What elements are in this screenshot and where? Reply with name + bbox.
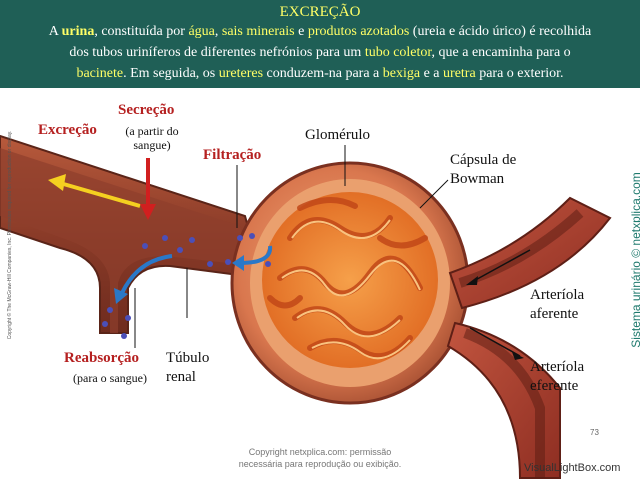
header-line-2: dos tubos uriníferos de diferentes nefró… [10, 42, 630, 63]
text-segment: . Em seguida, os [123, 66, 219, 81]
header-line-1: A urina, constituída por água, sais mine… [10, 21, 630, 42]
header-title: EXCREÇÃO [279, 4, 361, 20]
text-segment: , que a encaminha para o [431, 45, 571, 60]
left-copyright: Copyright © The McGraw-Hill Companies, I… [7, 130, 13, 340]
term-bacinete: bacinete [76, 66, 124, 81]
text-segment: e a [420, 66, 444, 81]
text-segment: A [48, 24, 62, 39]
label-glomerulo: Glomérulo [305, 127, 370, 143]
label-secrecao-sub: (a partir do sangue) [118, 124, 186, 152]
term-sais-minerais: sais minerais [221, 24, 295, 39]
footer-copy-line1: Copyright netxplica.com: permissão [248, 447, 392, 457]
label-tubulo-renal: Túbulo renal [166, 349, 209, 387]
reabsorption-arrow [114, 254, 173, 304]
term-produtos-azotados: produtos azotados [307, 24, 410, 39]
excretion-arrow [48, 174, 141, 208]
label-eferente-line2: eferente [530, 378, 579, 394]
term-uretra: uretra [443, 66, 476, 81]
label-secrecao: Secreção [118, 102, 175, 118]
header-line-3: bacinete. Em seguida, os ureteres conduz… [10, 63, 630, 84]
text-segment: , [214, 24, 222, 39]
label-arteriola-aferente: Arteríola aferente [530, 286, 584, 324]
label-arteriola-eferente: Arteríola eferente [530, 358, 584, 396]
label-excrecao: Excreção [38, 122, 97, 138]
header-banner: EXCREÇÃO A urina, constituída por água, … [0, 0, 640, 88]
label-filtracao: Filtração [203, 147, 262, 163]
leader-lines [134, 145, 449, 348]
afferent-arteriole [448, 196, 612, 310]
label-aferente-line1: Arteríola [530, 287, 585, 303]
label-secrecao-sub-line2: sangue) [133, 138, 171, 152]
text-segment: (ureia e ácido úrico) é recolhida [409, 24, 592, 39]
label-secrecao-sub-line1: (a partir do [125, 124, 179, 138]
text-segment: dos tubos uriníferos de diferentes nefró… [69, 45, 365, 60]
label-reabsorcao: Reabsorção [64, 350, 139, 366]
label-capsula-line2: Bowman [450, 171, 505, 187]
label-eferente-line1: Arteríola [530, 359, 585, 375]
glomerulus [262, 192, 438, 368]
label-capsula-de-bowman: Cápsula de Bowman [450, 151, 516, 189]
page-number: 73 [590, 428, 599, 437]
secretion-arrow [140, 158, 156, 220]
label-reabsorcao-sub: (para o sangue) [73, 371, 147, 385]
label-capsula-line1: Cápsula de [450, 152, 517, 168]
term-agua: água [188, 24, 215, 39]
label-tubulo-line1: Túbulo [166, 350, 210, 366]
footer-copyright: Copyright netxplica.com: permissão neces… [200, 446, 440, 470]
text-segment: e [294, 24, 308, 39]
filtration-arrow [232, 245, 273, 271]
term-ureteres: ureteres [218, 66, 264, 81]
text-segment: , constituída por [94, 24, 189, 39]
solute-particles [102, 233, 271, 339]
watermark[interactable]: VisualLightBox.com [524, 462, 621, 474]
term-tubo-coletor: tubo coletor [364, 45, 432, 60]
right-site-credit: Sistema urinário © netxplica.com [629, 172, 640, 348]
efferent-arteriole [446, 321, 561, 479]
nephron-illustration [0, 134, 612, 479]
renal-tubule [0, 134, 264, 334]
term-urina: urina [61, 24, 95, 39]
label-tubulo-line2: renal [166, 369, 196, 385]
label-aferente-line2: aferente [530, 306, 579, 322]
text-segment: para o exterior. [475, 66, 564, 81]
header-paragraph: A urina, constituída por água, sais mine… [0, 21, 640, 84]
footer-copy-line2: necessária para reprodução ou exibição. [238, 459, 402, 469]
text-segment: conduzem-na para a [263, 66, 383, 81]
term-bexiga: bexiga [382, 66, 421, 81]
